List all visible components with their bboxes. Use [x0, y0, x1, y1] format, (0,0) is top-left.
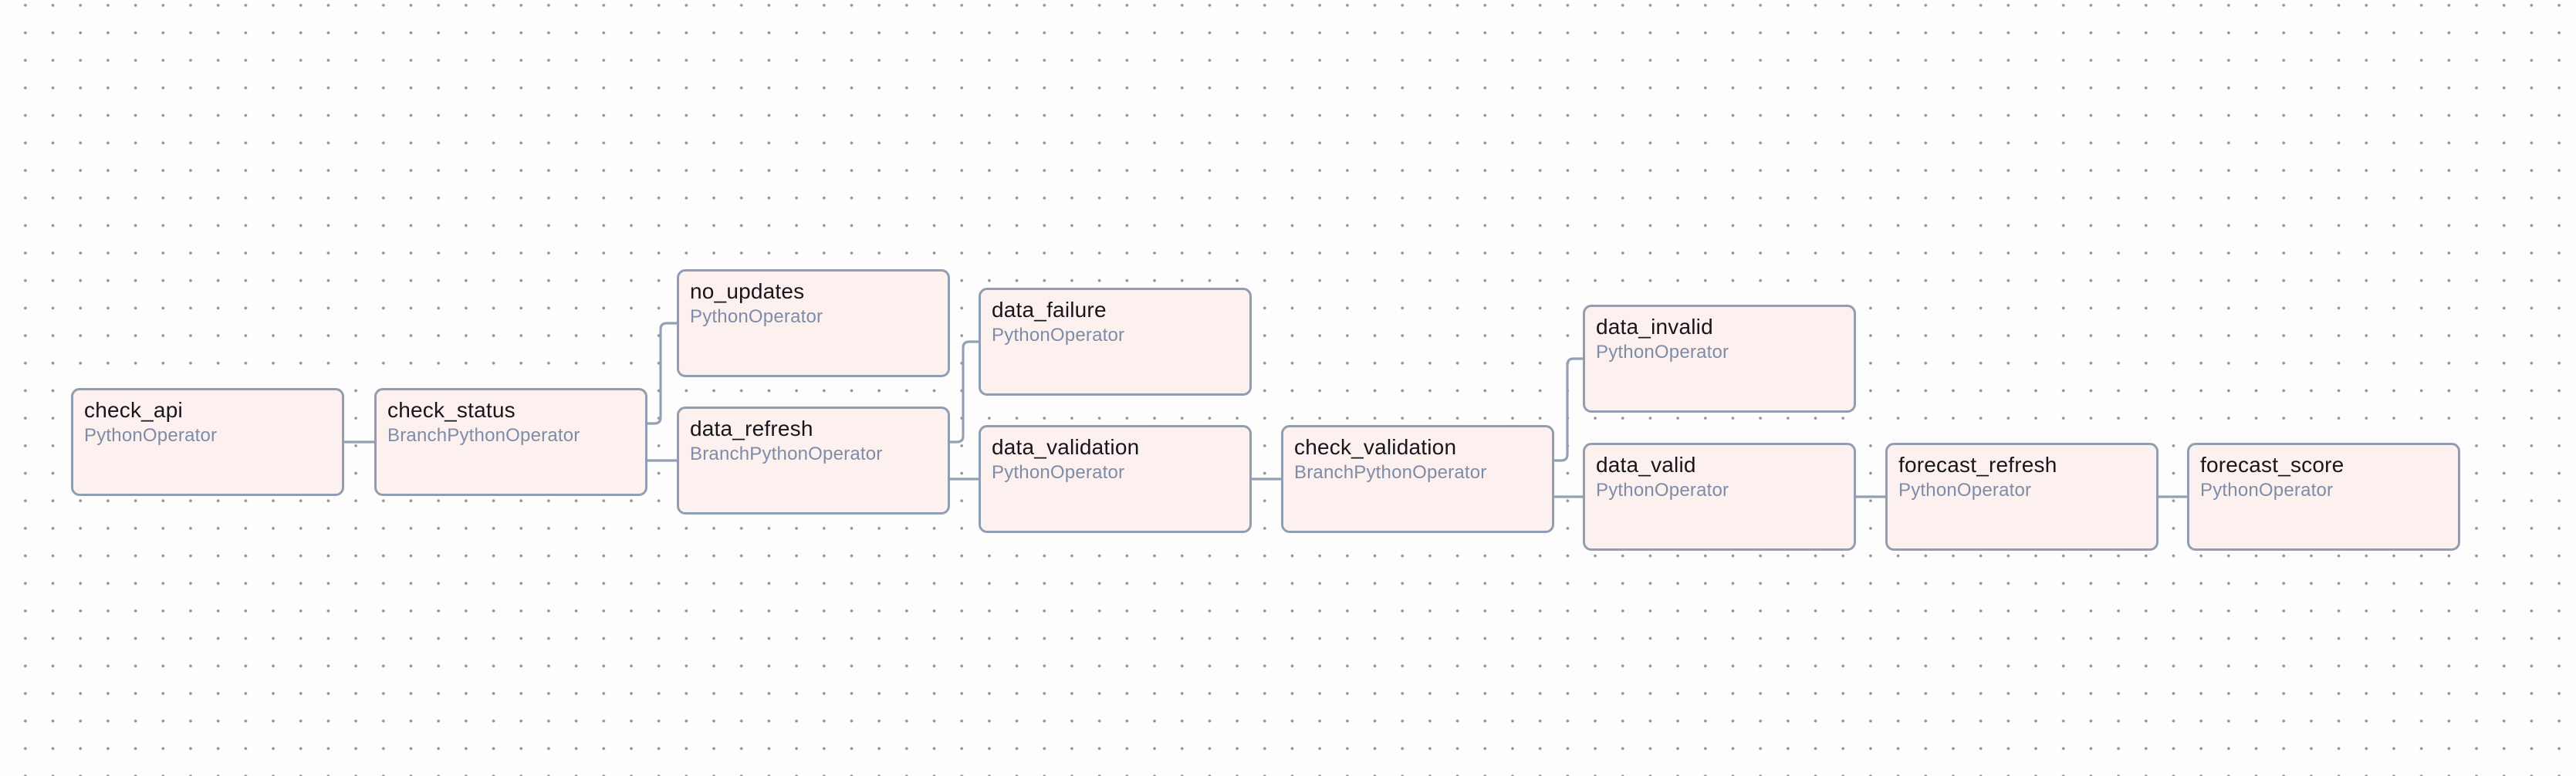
- operator-type: PythonOperator: [84, 424, 331, 447]
- operator-type: PythonOperator: [992, 324, 1239, 347]
- operator-type: BranchPythonOperator: [1294, 461, 1541, 484]
- task-name: no_updates: [690, 278, 937, 304]
- dag-node-check_api[interactable]: check_api PythonOperator: [71, 388, 344, 496]
- task-name: data_refresh: [690, 416, 937, 441]
- operator-type: BranchPythonOperator: [387, 424, 634, 447]
- dag-node-data_failure[interactable]: data_failure PythonOperator: [979, 288, 1252, 396]
- task-name: forecast_score: [2200, 452, 2447, 477]
- dag-node-forecast_score[interactable]: forecast_score PythonOperator: [2187, 443, 2460, 551]
- operator-type: PythonOperator: [1898, 479, 2145, 502]
- dag-node-check_validation[interactable]: check_validation BranchPythonOperator: [1281, 425, 1554, 533]
- operator-type: BranchPythonOperator: [690, 443, 937, 466]
- dag-node-data_invalid[interactable]: data_invalid PythonOperator: [1583, 305, 1856, 413]
- task-name: data_invalid: [1596, 314, 1843, 339]
- task-name: check_status: [387, 397, 634, 423]
- task-name: check_validation: [1294, 434, 1541, 460]
- dag-node-check_status[interactable]: check_status BranchPythonOperator: [374, 388, 647, 496]
- dag-node-data_valid[interactable]: data_valid PythonOperator: [1583, 443, 1856, 551]
- operator-type: PythonOperator: [992, 461, 1239, 484]
- edge-data_refresh-to-data_failure: [950, 342, 979, 442]
- task-name: data_valid: [1596, 452, 1843, 477]
- task-name: data_validation: [992, 434, 1239, 460]
- task-name: forecast_refresh: [1898, 452, 2145, 477]
- edge-check_status-to-no_updates: [647, 323, 677, 423]
- dag-node-data_refresh[interactable]: data_refresh BranchPythonOperator: [677, 407, 950, 515]
- edge-check_validation-to-data_invalid: [1554, 359, 1583, 461]
- dag-node-no_updates[interactable]: no_updates PythonOperator: [677, 269, 950, 377]
- operator-type: PythonOperator: [690, 305, 937, 329]
- operator-type: PythonOperator: [2200, 479, 2447, 502]
- operator-type: PythonOperator: [1596, 341, 1843, 364]
- operator-type: PythonOperator: [1596, 479, 1843, 502]
- task-name: check_api: [84, 397, 331, 423]
- dag-node-forecast_refresh[interactable]: forecast_refresh PythonOperator: [1885, 443, 2158, 551]
- dag-node-data_validation[interactable]: data_validation PythonOperator: [979, 425, 1252, 533]
- task-name: data_failure: [992, 297, 1239, 322]
